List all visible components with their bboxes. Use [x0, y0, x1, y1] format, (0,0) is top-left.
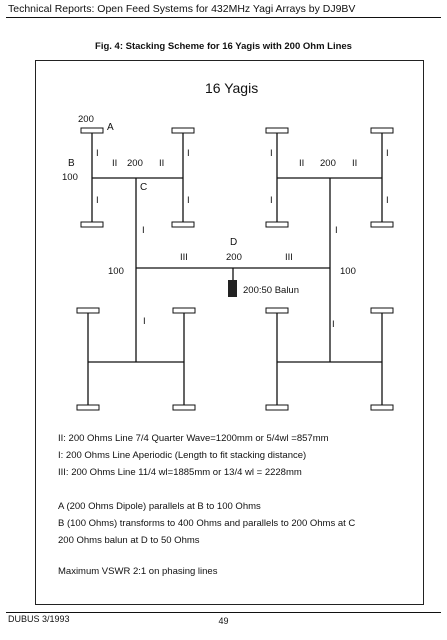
label-I: I: [270, 148, 273, 159]
running-header: Technical Reports: Open Feed Systems for…: [8, 3, 356, 15]
label-I: I: [386, 195, 389, 206]
label-I: I: [187, 148, 190, 159]
legend-line-iii: III: 200 Ohms Line 11/4 wl=1885mm or 13/…: [58, 467, 302, 478]
label-I: I: [96, 195, 99, 206]
label-200-tr: 200: [320, 158, 336, 169]
dipole: [265, 404, 289, 411]
label-I: I: [142, 225, 145, 236]
dipole: [171, 127, 195, 134]
footer-rule: [6, 612, 441, 613]
note-a: A (200 Ohms Dipole) parallels at B to 10…: [58, 501, 261, 512]
label-I: I: [386, 148, 389, 159]
label-II: II: [159, 158, 164, 169]
label-I: I: [143, 316, 146, 327]
note-vswr: Maximum VSWR 2:1 on phasing lines: [58, 566, 218, 577]
figure-caption: Fig. 4: Stacking Scheme for 16 Yagis wit…: [95, 41, 352, 52]
page-number: 49: [218, 616, 229, 626]
dipole: [370, 221, 394, 228]
label-A: A: [107, 122, 114, 133]
dipole: [265, 307, 289, 314]
balun-label: 200:50 Balun: [243, 285, 299, 296]
label-100-b: 100: [62, 172, 78, 183]
label-II: II: [112, 158, 117, 169]
dipole: [171, 221, 195, 228]
label-200-a: 200: [78, 114, 94, 125]
label-100-right: 100: [340, 266, 356, 277]
diagram-title: 16 Yagis: [205, 80, 258, 96]
label-I: I: [270, 195, 273, 206]
label-II: II: [299, 158, 304, 169]
dipole: [370, 307, 394, 314]
dipole: [80, 221, 104, 228]
label-I: I: [332, 319, 335, 330]
dipole: [172, 404, 196, 411]
label-I: I: [187, 195, 190, 206]
label-B: B: [68, 158, 75, 169]
label-C: C: [140, 182, 147, 193]
label-II: II: [352, 158, 357, 169]
note-b: B (100 Ohms) transforms to 400 Ohms and …: [58, 518, 356, 529]
dipole: [80, 127, 104, 134]
legend-line-ii: II: 200 Ohms Line 7/4 Quarter Wave=1200m…: [58, 433, 329, 444]
label-D: D: [230, 237, 237, 248]
feed-lines: [87, 132, 383, 405]
dipole: [370, 404, 394, 411]
dipole: [265, 127, 289, 134]
legend-line-i: I: 200 Ohms Line Aperiodic (Length to fi…: [58, 450, 307, 461]
dipole: [76, 404, 100, 411]
balun-block: [228, 280, 237, 297]
label-I: I: [96, 148, 99, 159]
figure-frame: [35, 60, 424, 605]
label-100-left: 100: [108, 266, 124, 277]
label-200-d: 200: [226, 252, 242, 263]
label-III: III: [285, 252, 293, 263]
footer-journal: DUBUS 3/1993: [8, 614, 70, 624]
header-rule: [6, 17, 441, 18]
dipole: [76, 307, 100, 314]
label-I: I: [335, 225, 338, 236]
dipole: [172, 307, 196, 314]
dipoles: [76, 127, 394, 411]
note-balun: 200 Ohms balun at D to 50 Ohms: [58, 535, 200, 546]
dipole: [370, 127, 394, 134]
label-III: III: [180, 252, 188, 263]
label-200-tl: 200: [127, 158, 143, 169]
dipole: [265, 221, 289, 228]
